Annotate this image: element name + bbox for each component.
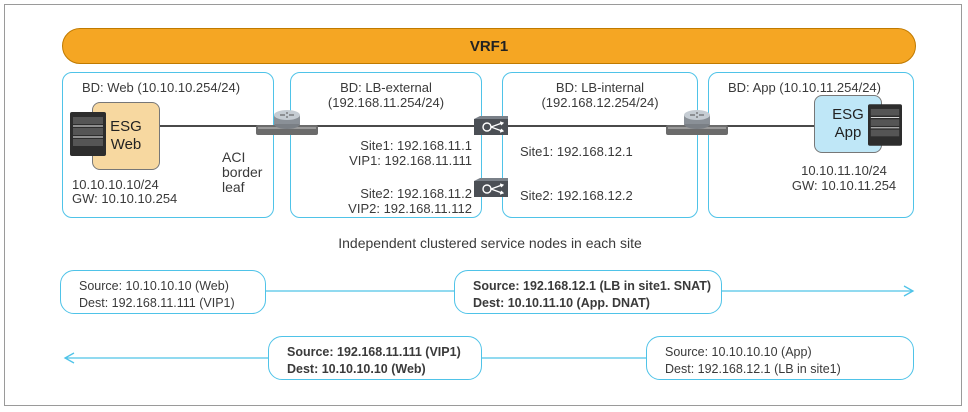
esg-app-line2: App: [834, 124, 862, 141]
web-host-gw: GW: 10.10.10.254: [72, 191, 178, 206]
bd-lb-external-label: BD: LB-external: [340, 80, 432, 95]
flow-return-dest: Source: 192.168.11.111 (VIP1) Dest: 10.1…: [268, 336, 482, 380]
vrf-label: VRF1: [469, 37, 509, 55]
flow-forward-dest: Source: 192.168.12.1 (LB in site1. SNAT)…: [454, 270, 722, 314]
app-host-gw: GW: 10.10.11.254: [791, 178, 897, 193]
load-balancer-icon: [474, 116, 508, 135]
bd-app-label: BD: App (10.10.11.254/24): [728, 80, 881, 95]
flow-forward-source-line2: Dest: 192.168.11.111 (VIP1): [79, 296, 235, 310]
flow-forward-source: Source: 10.10.10.10 (Web) Dest: 192.168.…: [60, 270, 266, 314]
bd-lb-internal-subnet: (192.168.12.254/24): [541, 95, 659, 110]
esg-app-line1: ESG: [832, 106, 864, 123]
vrf-bar: VRF1: [62, 28, 916, 64]
flow-return-dest-line2: Dest: 10.10.10.10 (Web): [287, 362, 426, 376]
lb-ext-site1-ip: Site1: 192.168.11.1: [360, 138, 472, 153]
server-icon: [868, 104, 902, 146]
ret-arrow-head: [63, 352, 75, 364]
bd-lb-external-subnet: (192.168.11.254/24): [327, 95, 445, 110]
caption: Independent clustered service nodes in e…: [338, 235, 642, 251]
router-icon: [256, 110, 318, 135]
flow-return-dest-line1: Source: 192.168.11.111 (VIP1): [287, 345, 461, 359]
router-icon: [666, 110, 728, 135]
diagram-frame: [4, 4, 962, 406]
bd-lb-internal: [502, 72, 698, 218]
lb-int-site1-ip: Site1: 192.168.12.1: [520, 144, 633, 159]
fwd-arrow-head: [903, 285, 915, 297]
lb-ext-site2-ip: Site2: 192.168.11.2: [360, 186, 472, 201]
bd-lb-external: [290, 72, 482, 218]
esg-web-line1: ESG: [110, 118, 142, 135]
server-icon: [70, 112, 106, 156]
lb-ext-site2-vip: VIP2: 192.168.11.112: [348, 201, 472, 216]
lb-ext-site1-vip: VIP1: 192.168.11.111: [349, 153, 472, 168]
flow-forward-source-line1: Source: 10.10.10.10 (Web): [79, 279, 229, 293]
border-leaf-line3: leaf: [222, 179, 245, 195]
lb-int-site2-ip: Site2: 192.168.12.2: [520, 188, 633, 203]
web-host-ip: 10.10.10.10/24: [72, 177, 159, 192]
flow-return-source: Source: 10.10.10.10 (App) Dest: 192.168.…: [646, 336, 914, 380]
load-balancer-icon: [474, 178, 508, 197]
flow-forward-dest-line2: Dest: 10.10.11.10 (App. DNAT): [473, 296, 650, 310]
flow-return-source-line1: Source: 10.10.10.10 (App): [665, 345, 812, 359]
flow-return-source-line2: Dest: 192.168.12.1 (LB in site1): [665, 362, 841, 376]
app-host-ip: 10.10.11.10/24: [801, 163, 887, 178]
bd-lb-internal-label: BD: LB-internal: [555, 80, 645, 95]
esg-web-line2: Web: [110, 136, 142, 153]
flow-forward-dest-line1: Source: 192.168.12.1 (LB in site1. SNAT): [473, 279, 712, 293]
border-leaf-line1: ACI: [222, 149, 246, 165]
bd-web-label: BD: Web (10.10.10.254/24): [82, 80, 241, 95]
border-leaf-line2: border: [222, 164, 263, 180]
